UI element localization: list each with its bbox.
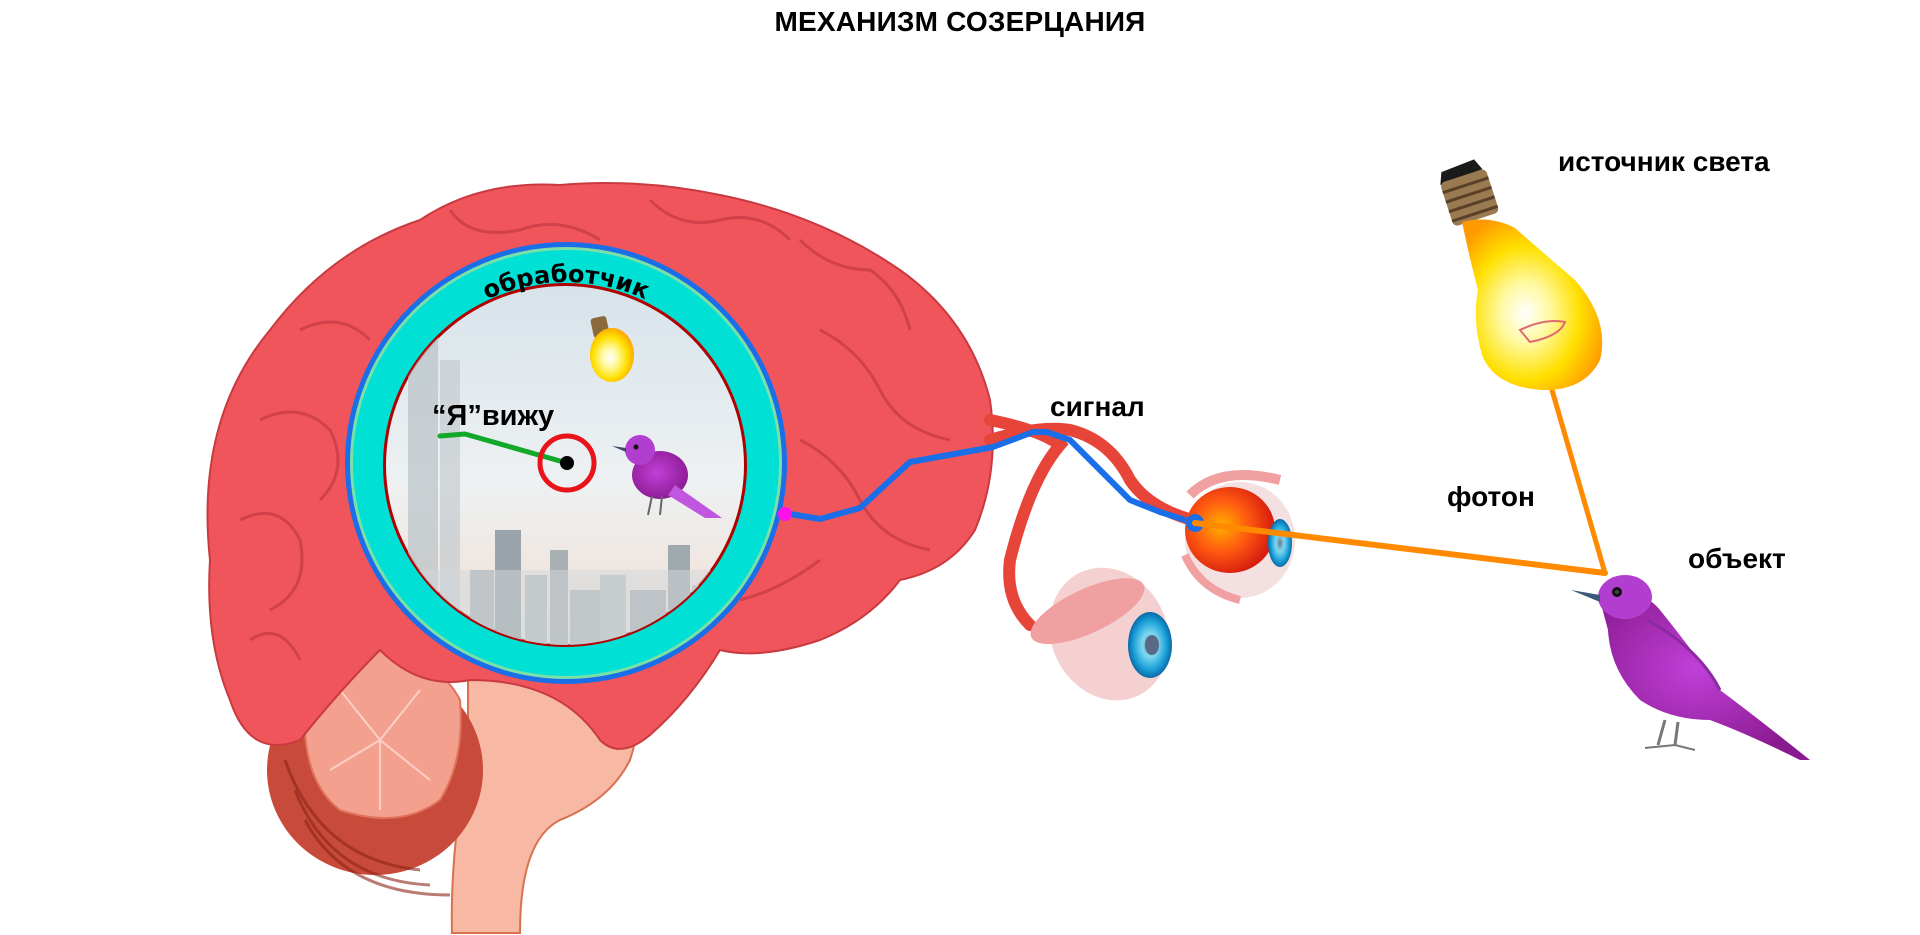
self-circle (537, 433, 597, 493)
connector-dot (778, 507, 792, 521)
light-source-label: источник света (1558, 146, 1770, 177)
light-bulb-icon (1440, 159, 1603, 390)
inner-bird-icon (612, 435, 722, 518)
i-see-label: “Я”вижу (432, 400, 555, 432)
photon-label: фотон (1447, 481, 1535, 512)
inner-light-bulb-icon (590, 316, 634, 382)
photon-path (1192, 387, 1608, 576)
self-pointer (437, 431, 597, 493)
processor-label: обработчик (478, 260, 653, 305)
signal-line (781, 429, 1198, 526)
diagram-title: МЕХАНИЗМ СОЗЕРЦАНИЯ (774, 6, 1146, 37)
bird-icon (1571, 575, 1810, 760)
object-label: объект (1688, 543, 1786, 574)
eye-icon (1030, 470, 1295, 701)
self-dot (560, 456, 574, 470)
signal-label: сигнал (1050, 391, 1145, 422)
